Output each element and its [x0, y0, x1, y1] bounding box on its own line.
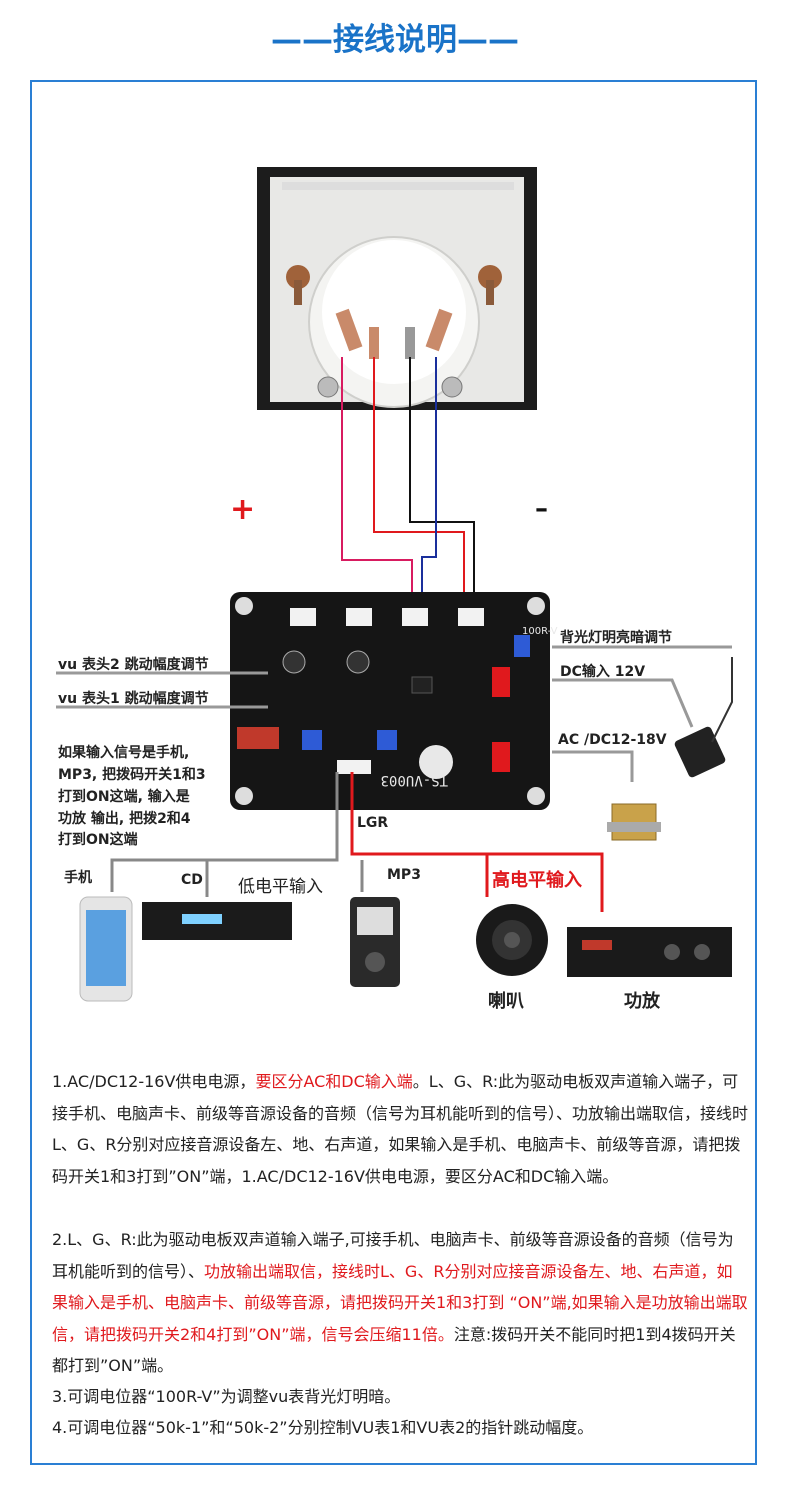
label-dc-input: DC输入 12V [560, 664, 646, 680]
phone-image [79, 896, 133, 1002]
driver-board: TS-VU003 100R-V [230, 592, 558, 810]
dip-note-line-2: MP3, 把拨码开关1和3 [58, 767, 206, 783]
power-adapter-image [674, 657, 733, 778]
vu-meter-image [257, 167, 537, 410]
label-amplifier: 功放 [624, 991, 660, 1012]
label-backlight: 背光灯明亮暗调节 [560, 630, 672, 646]
transformer-image [607, 803, 661, 841]
pot-label-text: 100R-V [522, 626, 558, 637]
note-4: 4.可调电位器“50k-1”和“50k-2”分别控制VU表1和VU表2的指针跳动… [52, 1418, 594, 1437]
dip-note-line-1: 如果输入信号是手机, [58, 745, 190, 761]
label-mp3: MP3 [387, 867, 421, 883]
mp3-player-image [350, 897, 400, 987]
label-high-level-input: 高电平输入 [492, 870, 582, 891]
dip-note-line-4: 功放 输出, 把拨2和4 [58, 811, 191, 827]
label-ac-input: AC /DC12-18V [558, 732, 667, 748]
board-model-text: TS-VU003 [381, 772, 448, 788]
page-title: ——接线说明—— [271, 22, 519, 58]
minus-sign: – [535, 494, 548, 524]
label-speaker: 喇叭 [488, 991, 524, 1012]
note-3: 3.可调电位器“100R-V”为调整vu表背光灯明暗。 [52, 1387, 401, 1406]
amplifier-image [567, 927, 732, 977]
label-low-level-input: 低电平输入 [238, 877, 323, 897]
dip-note-line-3: 打到ON这端, 输入是 [58, 789, 190, 805]
content-frame [30, 80, 757, 1465]
note-1: 1.AC/DC12-16V供电电源，要区分AC和DC输入端。L、G、R:此为驱动… [52, 1072, 749, 1186]
wiring-diagram: TS-VU003 100R-V [56, 167, 733, 1002]
label-phone: 手机 [64, 870, 92, 886]
label-vu1: vu 表头1 跳动幅度调节 [58, 691, 209, 707]
speaker-image [476, 904, 548, 976]
label-lgr: LGR [357, 815, 389, 831]
plus-sign: + [230, 492, 256, 527]
label-vu2: vu 表头2 跳动幅度调节 [58, 657, 209, 673]
label-cd: CD [181, 872, 203, 888]
note-2: 2.L、G、R:此为驱动电板双声道输入端子,可接手机、电脑声卡、前级等音源设备的… [52, 1230, 748, 1375]
cd-player-image [142, 902, 292, 940]
dip-note-line-5: 打到ON这端 [58, 832, 138, 848]
